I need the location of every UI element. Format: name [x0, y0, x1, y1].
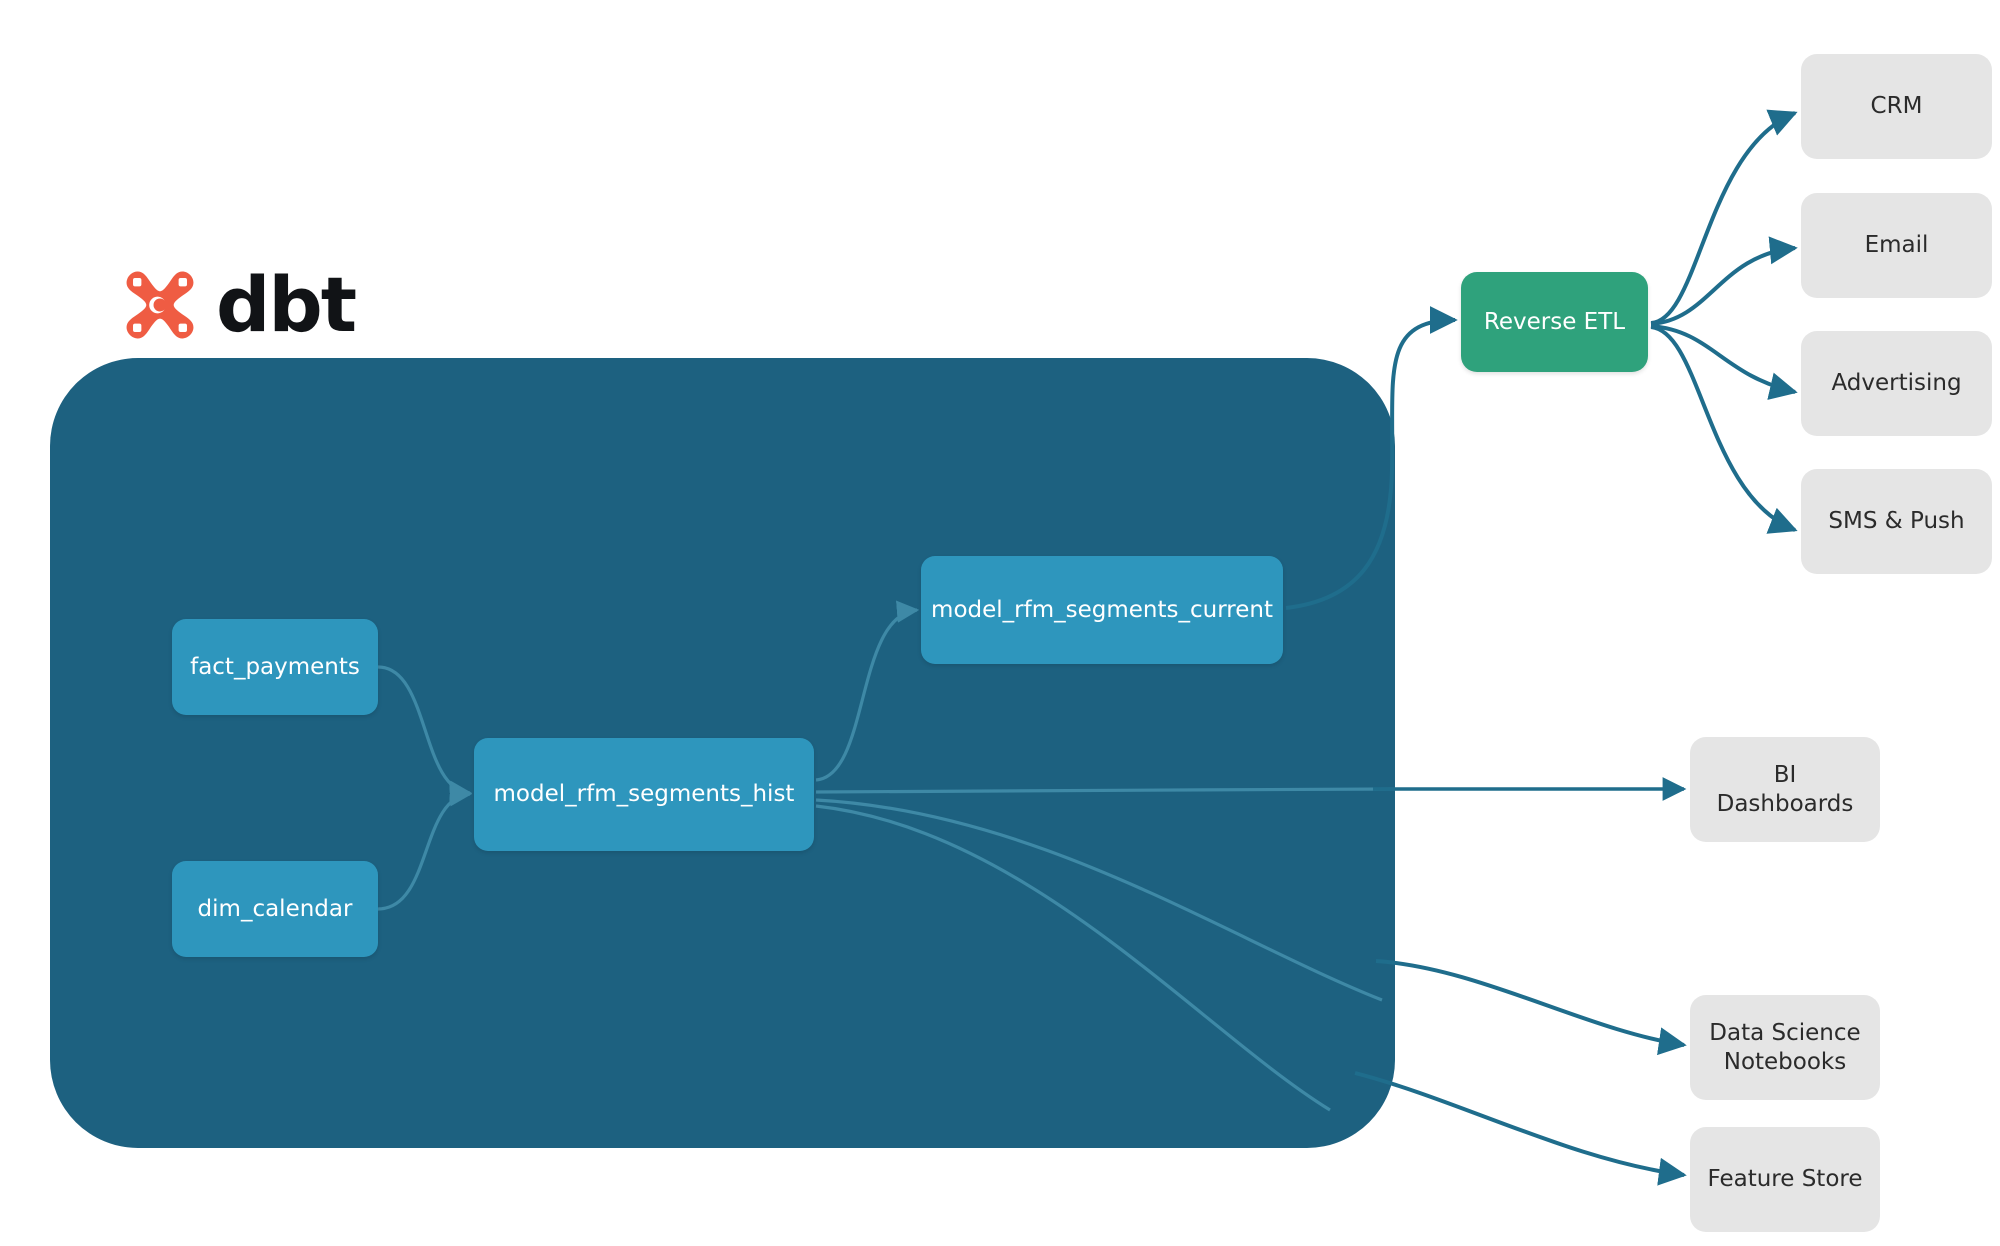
destination-label: Advertising	[1831, 370, 1962, 397]
consumer-label: Data Science Notebooks	[1709, 1019, 1860, 1077]
edge-hist-to-current	[815, 600, 920, 782]
model-node-dim-calendar[interactable]: dim_calendar	[172, 861, 378, 957]
edge-hist-to-ds-notebooks	[815, 798, 1383, 1002]
edge-hist-to-feature-store	[815, 804, 1331, 1112]
dbt-brand-logo: dbt	[122, 260, 452, 350]
edge-hist-to-bi-dashboards	[815, 787, 1396, 794]
model-node-label: model_rfm_segments_current	[931, 596, 1273, 623]
destination-label: Email	[1864, 232, 1929, 259]
destination-label: SMS & Push	[1828, 508, 1965, 535]
destination-node-sms-push[interactable]: SMS & Push	[1801, 469, 1992, 574]
model-node-label: dim_calendar	[197, 895, 353, 922]
edge-group-to-feature-store	[1354, 1071, 1687, 1186]
consumer-node-bi-dashboards[interactable]: BI Dashboards	[1690, 737, 1880, 842]
dbt-wordmark: dbt	[216, 260, 357, 349]
consumer-label-line-2: Notebooks	[1723, 1048, 1847, 1075]
edge-reverse-etl-to-email	[1650, 236, 1798, 326]
model-node-label: fact_payments	[190, 653, 360, 680]
reverse-etl-node[interactable]: Reverse ETL	[1461, 272, 1648, 372]
model-node-model-rfm-segments-hist[interactable]: model_rfm_segments_hist	[474, 738, 814, 851]
model-node-model-rfm-segments-current[interactable]: model_rfm_segments_current	[921, 556, 1283, 664]
consumer-node-data-science-notebooks[interactable]: Data Science Notebooks	[1690, 995, 1880, 1100]
dbt-logo-icon	[126, 271, 194, 339]
destination-node-advertising[interactable]: Advertising	[1801, 331, 1992, 436]
consumer-node-feature-store[interactable]: Feature Store	[1690, 1127, 1880, 1232]
edge-current-to-reverse-etl	[1285, 306, 1458, 610]
consumer-label-line-1: Data Science	[1709, 1019, 1861, 1046]
edge-reverse-etl-to-advertising	[1650, 324, 1798, 400]
destination-label: CRM	[1870, 93, 1923, 120]
edge-reverse-etl-to-sms-push	[1650, 325, 1798, 534]
model-node-label: model_rfm_segments_hist	[493, 781, 795, 808]
reverse-etl-label: Reverse ETL	[1483, 308, 1626, 335]
model-node-fact-payments[interactable]: fact_payments	[172, 619, 378, 715]
edge-group-to-ds-notebooks	[1375, 959, 1687, 1056]
destination-node-crm[interactable]: CRM	[1801, 54, 1992, 159]
destination-node-email[interactable]: Email	[1801, 193, 1992, 298]
edge-reverse-etl-to-crm	[1650, 109, 1798, 325]
consumer-label: BI Dashboards	[1716, 761, 1854, 817]
consumer-label: Feature Store	[1707, 1166, 1863, 1193]
edge-dim-calendar-to-hist	[377, 784, 473, 911]
